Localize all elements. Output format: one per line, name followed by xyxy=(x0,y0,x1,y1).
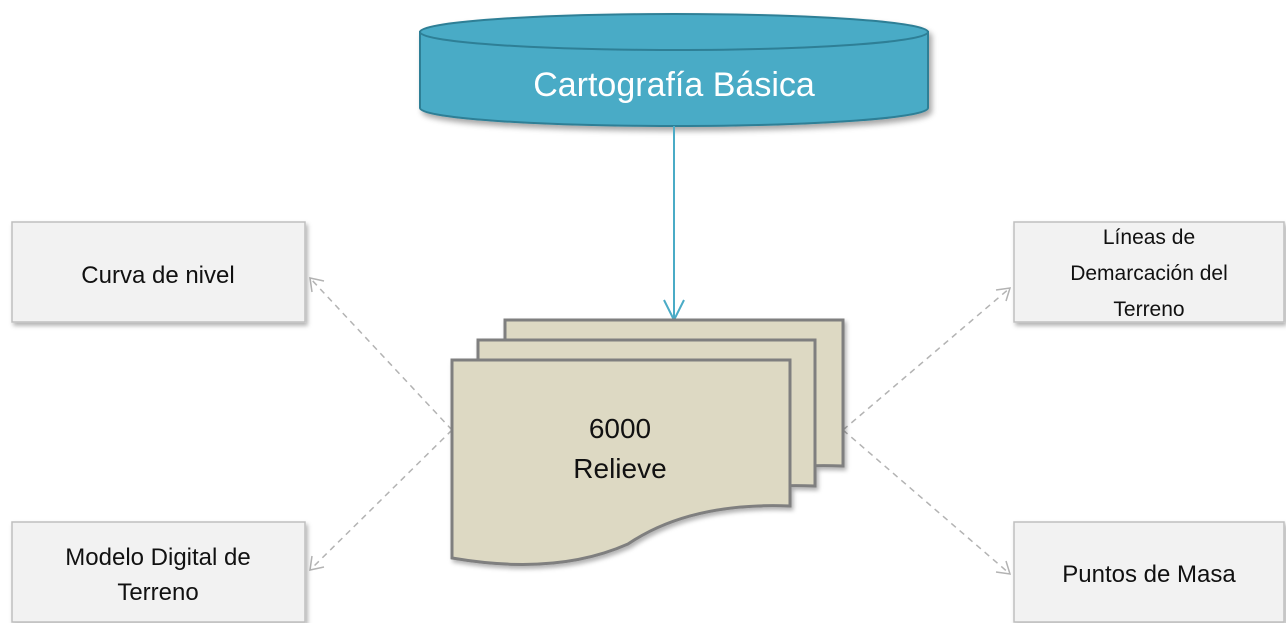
box-curva xyxy=(11,221,306,323)
lineas-label-line3: Terreno xyxy=(1113,298,1184,321)
connector-lineas xyxy=(842,287,1011,431)
curva-label: Curva de nivel xyxy=(81,262,234,289)
lineas-label-line1: Líneas de xyxy=(1103,226,1195,249)
source-arrow xyxy=(663,126,685,323)
connectors xyxy=(309,277,1011,575)
source-cylinder xyxy=(419,13,929,127)
center-title: Relieve xyxy=(573,453,666,484)
puntos-label: Puntos de Masa xyxy=(1062,561,1236,588)
side-boxes xyxy=(11,221,1285,623)
arrowhead-modelo xyxy=(309,555,325,571)
arrowhead-curva xyxy=(309,277,325,293)
source-label: Cartografía Básica xyxy=(533,66,815,104)
connector-puntos xyxy=(842,429,1011,575)
document-stack xyxy=(450,318,845,566)
center-number: 6000 xyxy=(589,413,651,444)
arrowhead-puntos xyxy=(995,560,1012,575)
box-lineas xyxy=(1013,221,1285,323)
connector-arrowheads xyxy=(309,277,1012,575)
connector-modelo xyxy=(309,429,453,571)
modelo-label-line1: Modelo Digital de xyxy=(65,544,250,571)
connector-curva xyxy=(309,277,453,431)
lineas-label-line2: Demarcación del xyxy=(1070,262,1228,285)
document-front xyxy=(450,358,792,566)
box-puntos xyxy=(1013,521,1285,623)
box-modelo xyxy=(11,521,306,623)
arrowhead-lineas xyxy=(995,287,1012,302)
modelo-label-line2: Terreno xyxy=(117,579,198,606)
